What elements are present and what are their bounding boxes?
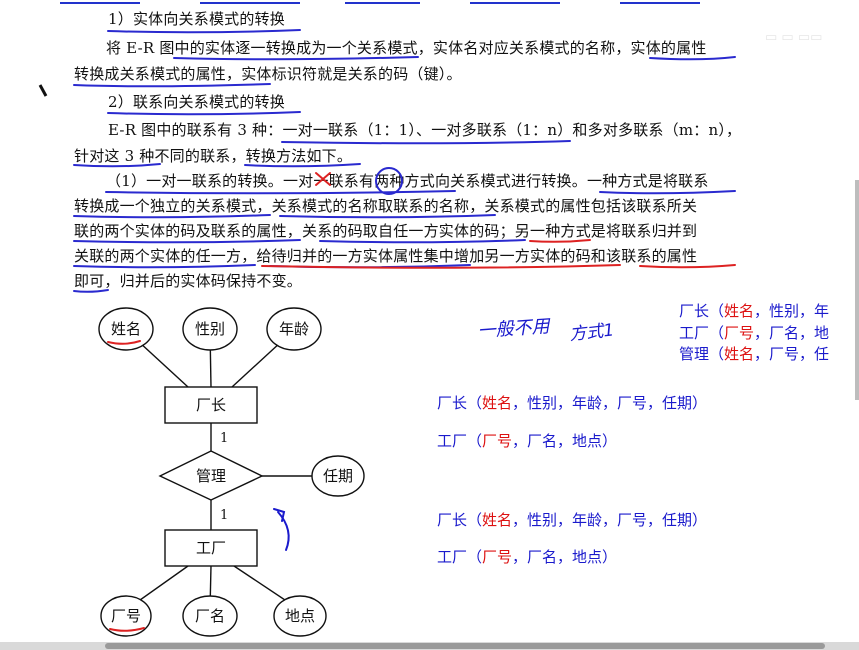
attr-ellipse-age xyxy=(266,307,322,351)
heading-entity-conversion: 1）实体向关系模式的转换 xyxy=(108,10,285,28)
horizontal-scrollbar-thumb[interactable] xyxy=(105,643,825,649)
attr-ellipse-factory-no xyxy=(100,595,152,637)
relation-top-factory-director: 厂长（姓名，性别，年 xyxy=(679,302,830,320)
para2-line2: 针对这 3 种不同的联系，转换方法如下。 xyxy=(74,147,353,165)
para3-line3: 联的两个实体的码及联系的属性，关系的码取自任一方实体的码；另一种方式是将联系归并… xyxy=(74,222,698,240)
attr-ellipse-term xyxy=(311,455,365,497)
attr-ellipse-name xyxy=(98,307,154,351)
faint-watermark: ▭ ▭ ▭▭ xyxy=(765,30,823,45)
er-attr-location: 地点 xyxy=(285,607,315,625)
cardinality-top: 1 xyxy=(220,431,228,446)
relation-g2-factory: 工厂（厂号，厂名，地点） xyxy=(437,548,618,566)
er-attr-name: 姓名 xyxy=(111,320,141,338)
relation-g1-factory-director: 厂长（姓名，性别，年龄，厂号，任期） xyxy=(437,394,708,412)
relation-g1-factory: 工厂（厂号，厂名，地点） xyxy=(437,432,618,450)
para1-line2: 转换成关系模式的属性，实体标识符就是关系的码（键）。 xyxy=(74,65,462,83)
para3-line5: 即可，归并后的实体码保持不变。 xyxy=(74,272,303,290)
para1-line1: 将 E-R 图中的实体逐一转换成为一个关系模式，实体名对应关系模式的名称，实体的… xyxy=(106,39,707,57)
relation-g2-factory-director: 厂长（姓名，性别，年龄，厂号，任期） xyxy=(437,511,708,529)
relation-top-manage: 管理（姓名，厂号，任 xyxy=(679,345,830,363)
attr-ellipse-gender xyxy=(182,307,238,351)
er-attr-factory-name: 厂名 xyxy=(195,607,225,625)
attr-ellipse-location xyxy=(273,595,327,637)
er-entity-top: 厂长 xyxy=(196,396,226,414)
er-attr-age: 年龄 xyxy=(279,320,309,338)
para3-line4: 关联的两个实体的任一方，给待归并的一方实体属性集中增加另一方实体的码和该联系的属… xyxy=(74,247,698,265)
er-attr-gender: 性别 xyxy=(195,320,225,338)
heading-relationship-conversion: 2）联系向关系模式的转换 xyxy=(108,93,285,111)
para3-line2: 转换成一个独立的关系模式，关系模式的名称取联系的名称，关系模式的属性包括该联系所… xyxy=(74,197,698,215)
vertical-scrollbar[interactable] xyxy=(855,180,859,400)
relationship-diamond xyxy=(158,450,264,501)
er-attr-factory-no: 厂号 xyxy=(111,607,141,625)
attr-ellipse-factory-name xyxy=(182,595,238,637)
para2-line1: E-R 图中的联系有 3 种：一对一联系（1：1）、一对多联系（1：n）和多对多… xyxy=(108,121,742,139)
entity-box-bottom xyxy=(164,529,258,567)
er-rel-attr: 任期 xyxy=(323,467,353,485)
horizontal-scrollbar-track[interactable] xyxy=(0,642,859,650)
er-entity-bottom: 工厂 xyxy=(196,539,226,557)
relation-top-factory: 工厂（厂号，厂名，地 xyxy=(679,324,830,342)
er-relationship: 管理 xyxy=(196,467,226,485)
cardinality-bottom: 1 xyxy=(220,508,228,523)
entity-box-top xyxy=(164,386,258,424)
para3-line1: （1）一对一联系的转换。一对一联系有两种方式向关系模式进行转换。一种方式是将联系 xyxy=(106,172,709,190)
